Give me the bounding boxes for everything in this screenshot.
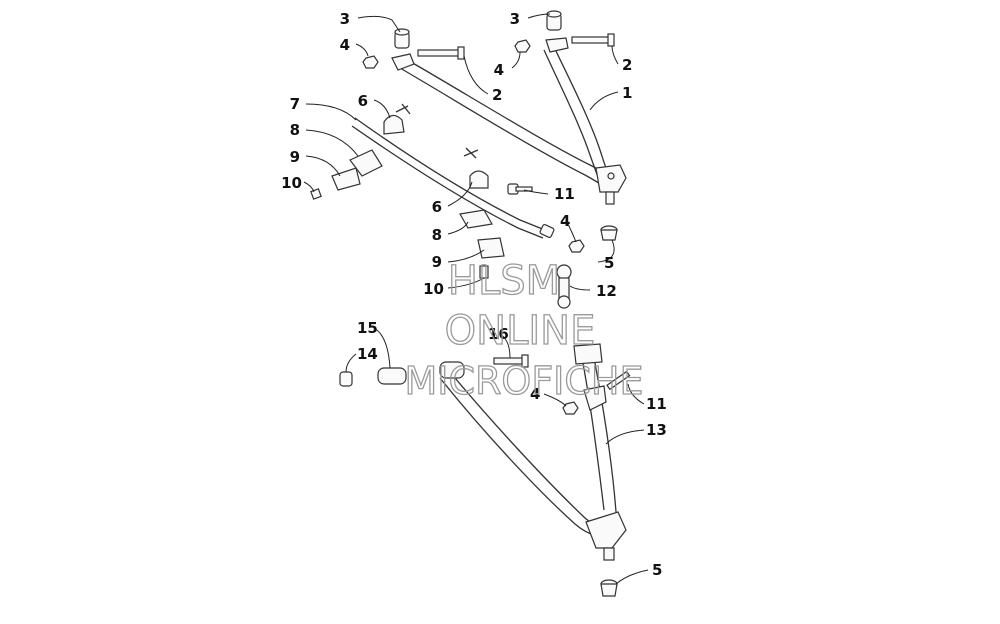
callout-8-left: 8	[290, 121, 300, 139]
callout-2-right: 2	[622, 56, 632, 74]
sleeve-15	[377, 367, 407, 385]
nut-4-lower	[562, 401, 579, 415]
cap-14	[339, 371, 353, 387]
bracket-8-mid	[459, 209, 493, 229]
callout-1: 1	[622, 84, 632, 102]
callout-10-mid: 10	[423, 280, 444, 298]
watermark: HLSM ONLINE MICROFICHE	[404, 257, 644, 403]
callout-9-mid: 9	[432, 253, 442, 271]
callout-5-lower: 5	[652, 561, 662, 579]
watermark-line-3: MICROFICHE	[404, 359, 643, 403]
callout-9-left: 9	[290, 148, 300, 166]
callout-5-upper: 5	[604, 254, 614, 272]
callout-labels: 3 4 2 3 4 2 1 7 6 8 9 10 6 8 9 10 11 4 5…	[281, 10, 667, 579]
nut-4-upper-right	[514, 39, 531, 53]
callout-6-left: 6	[358, 92, 368, 110]
callout-8-mid: 8	[432, 226, 442, 244]
bolt-11-upper	[507, 183, 533, 195]
callout-11-upper: 11	[554, 185, 575, 203]
callout-4-upper-right: 4	[494, 61, 504, 79]
callout-4-lower: 4	[530, 385, 540, 403]
callout-11-lower: 11	[646, 395, 667, 413]
stabilizer-bar	[351, 117, 555, 239]
nut-4-upper-left	[362, 55, 379, 69]
bolt-2-upper-right	[571, 33, 615, 47]
boot-5-lower	[600, 579, 618, 597]
leader-lines	[303, 13, 649, 585]
callout-4-upper-left: 4	[340, 36, 350, 54]
callout-4-mid: 4	[560, 212, 570, 230]
bracket-8-left	[349, 149, 383, 177]
watermark-line-1: HLSM	[448, 258, 560, 304]
clamp-6-left	[383, 103, 411, 135]
callout-3-left: 3	[340, 10, 350, 28]
callout-10-left: 10	[281, 174, 302, 192]
nut-4-mid	[568, 239, 585, 253]
upper-arm-right-clevis	[545, 37, 569, 53]
bolt-2-upper-left	[417, 46, 465, 60]
clamp-6-mid	[463, 147, 489, 189]
callout-16: 16	[488, 325, 509, 343]
sleeve-15b	[439, 361, 465, 379]
callout-6-mid: 6	[432, 198, 442, 216]
callout-13: 13	[646, 421, 667, 439]
bolt-16	[493, 354, 529, 368]
upper-ball-joint-stud	[605, 191, 615, 205]
boot-5-upper	[600, 225, 618, 241]
callout-7: 7	[290, 95, 300, 113]
callout-15: 15	[357, 319, 378, 337]
bushing-3-left	[394, 28, 410, 49]
bolt-11-lower	[606, 370, 631, 391]
callout-3-right: 3	[510, 10, 520, 28]
bushing-3-right	[546, 10, 562, 31]
upper-a-arm	[391, 37, 627, 205]
end-link-12	[556, 264, 572, 309]
mount-9-mid	[477, 237, 505, 259]
mount-9-left	[331, 167, 361, 191]
callout-2-left: 2	[492, 86, 502, 104]
watermark-line-2: ONLINE	[445, 308, 596, 354]
upper-arm-left-clevis	[391, 53, 415, 71]
lower-a-arm	[439, 343, 627, 561]
callout-14: 14	[357, 345, 378, 363]
screw-10-left	[310, 188, 322, 200]
callout-12: 12	[596, 282, 617, 300]
